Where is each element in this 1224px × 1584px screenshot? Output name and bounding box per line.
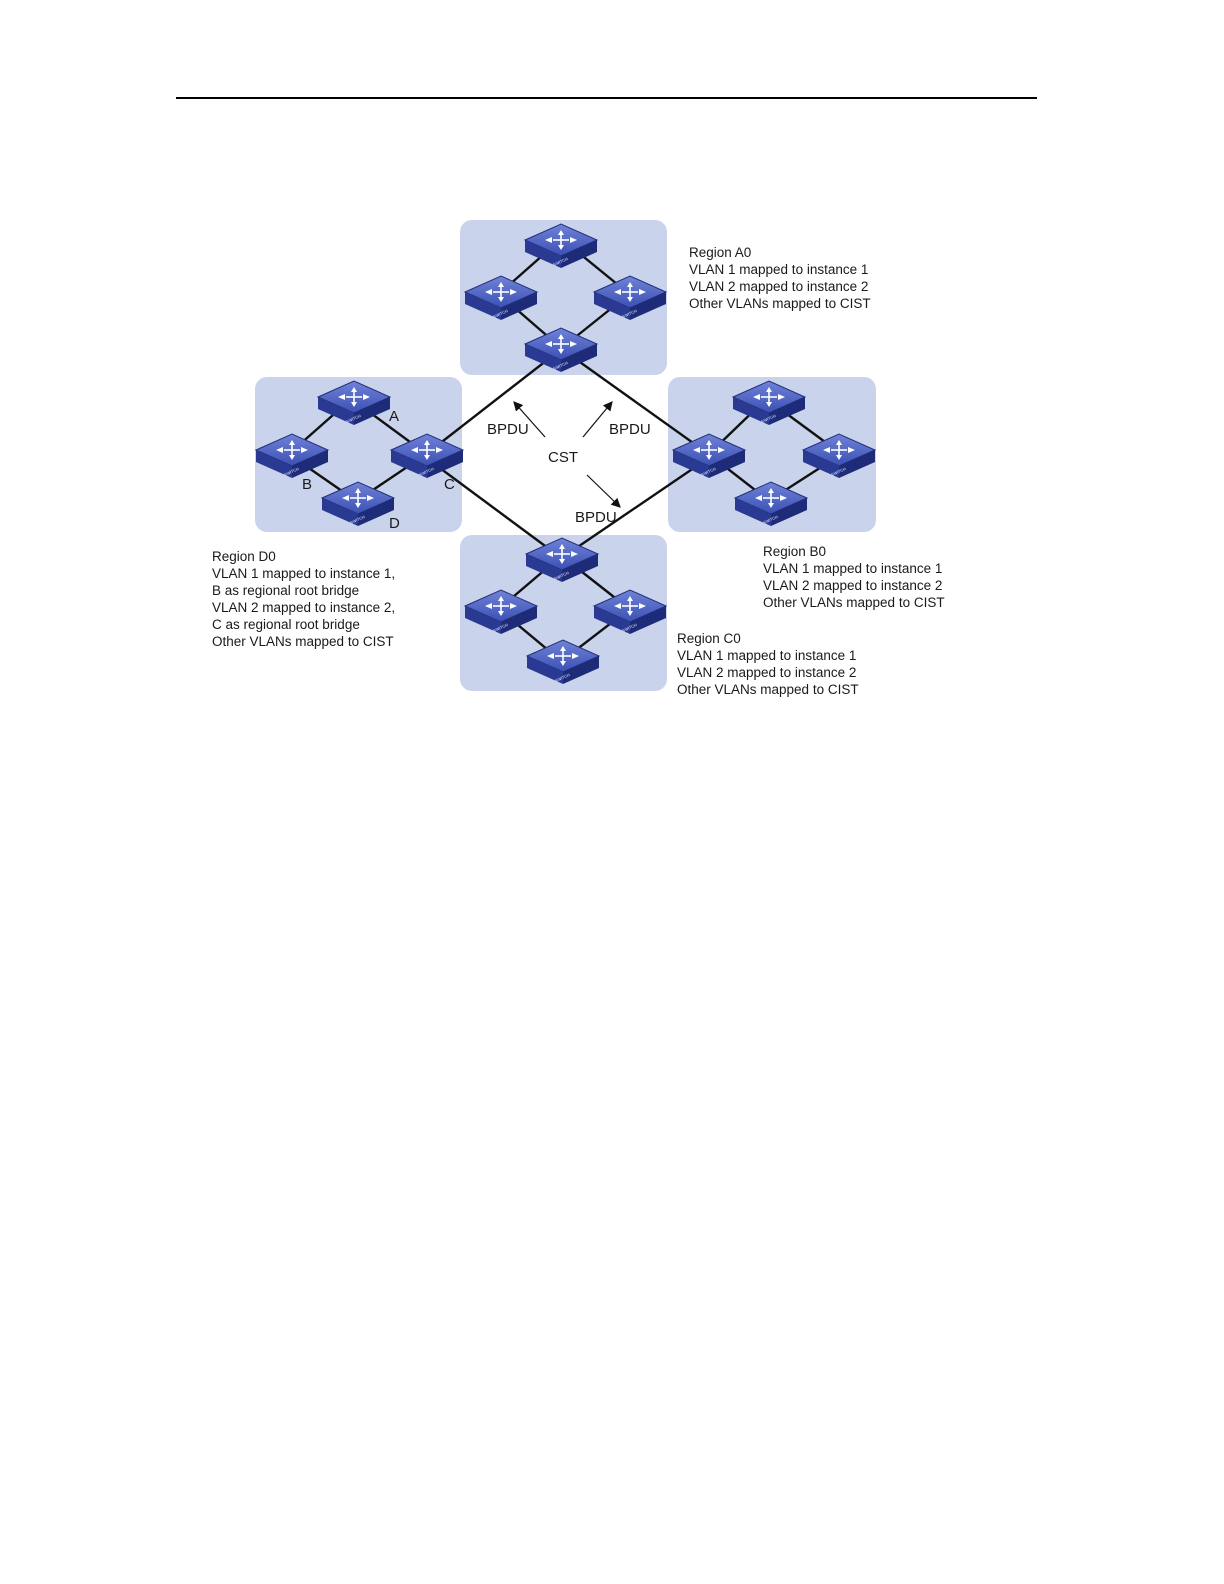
region-d0-line: VLAN 1 mapped to instance 1, <box>212 566 395 581</box>
region-b0-line: VLAN 2 mapped to instance 2 <box>763 578 942 593</box>
region-d0-line: B as regional root bridge <box>212 583 359 598</box>
region-a0-description: Region A0 VLAN 1 mapped to instance 1 VL… <box>689 245 871 311</box>
region-a0-title: Region A0 <box>689 245 751 260</box>
node-label-c: C <box>444 476 455 493</box>
cst-label: CST <box>548 449 578 466</box>
bpdu-label-right: BPDU <box>609 421 651 438</box>
bpdu-arrow-right <box>582 401 613 438</box>
node-label-b: B <box>302 476 312 493</box>
region-d0-title: Region D0 <box>212 549 276 564</box>
region-a0-line: Other VLANs mapped to CIST <box>689 296 871 311</box>
region-c0-area <box>460 535 667 691</box>
bpdu-label-left: BPDU <box>487 421 529 438</box>
region-d0-line: C as regional root bridge <box>212 617 360 632</box>
region-c0-title: Region C0 <box>677 631 741 646</box>
region-c0-line: Other VLANs mapped to CIST <box>677 682 859 697</box>
node-label-d: D <box>389 515 400 532</box>
region-a0-line: VLAN 1 mapped to instance 1 <box>689 262 868 277</box>
region-d0-line: Other VLANs mapped to CIST <box>212 634 394 649</box>
region-a0-line: VLAN 2 mapped to instance 2 <box>689 279 868 294</box>
bpdu-arrow-down <box>586 474 621 508</box>
region-c0-description: Region C0 VLAN 1 mapped to instance 1 VL… <box>677 631 859 697</box>
region-a0-area <box>460 220 667 375</box>
region-c0-line: VLAN 2 mapped to instance 2 <box>677 665 856 680</box>
region-d0-description: Region D0 VLAN 1 mapped to instance 1, B… <box>212 549 395 649</box>
region-d0-area <box>255 377 462 532</box>
region-b0-line: Other VLANs mapped to CIST <box>763 595 945 610</box>
region-c0-line: VLAN 1 mapped to instance 1 <box>677 648 856 663</box>
cst-links <box>424 349 711 558</box>
region-b0-title: Region B0 <box>763 544 826 559</box>
region-b0-line: VLAN 1 mapped to instance 1 <box>763 561 942 576</box>
bpdu-label-bottom: BPDU <box>575 509 617 526</box>
region-b0-description: Region B0 VLAN 1 mapped to instance 1 VL… <box>763 544 945 610</box>
node-label-a: A <box>389 408 399 425</box>
header-rule <box>176 97 1037 99</box>
region-d0-line: VLAN 2 mapped to instance 2, <box>212 600 395 615</box>
region-b0-area <box>668 377 876 532</box>
bpdu-arrow-left <box>513 401 546 438</box>
